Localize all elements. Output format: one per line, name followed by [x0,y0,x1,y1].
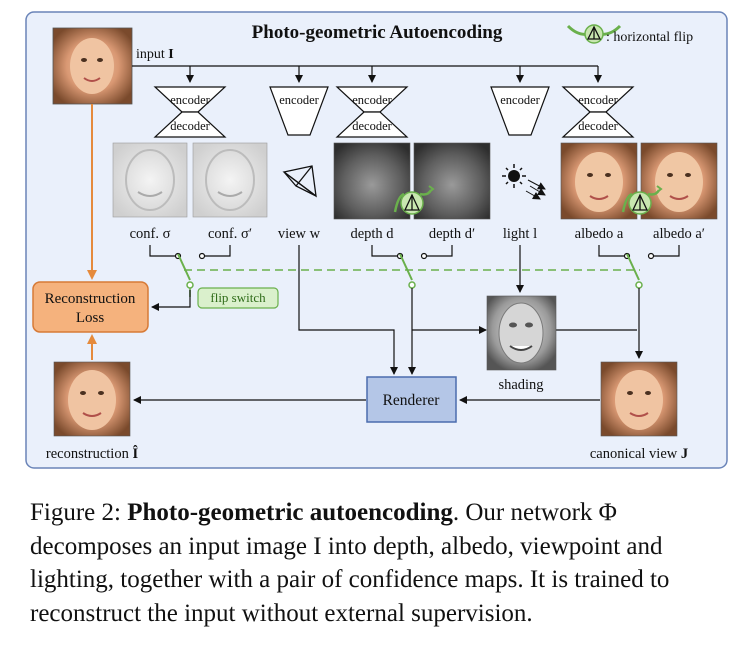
conf-encoder-decoder: encoder decoder [153,86,227,138]
encoder-label: encoder [279,93,319,107]
reconstruction-loss-label-2: Loss [76,310,105,326]
flip-legend-icon [566,24,622,44]
encoder-label: encoder [578,93,618,107]
conf-switch [149,245,231,289]
flip-switch-label: flip switch [210,290,266,305]
albedo-flip-icon [621,185,663,215]
conf-prime-label: conf. σ′ [208,226,252,242]
albedo-encoder-decoder: encoder decoder [561,86,635,138]
input-distribution-arrows [132,65,602,83]
depth-flip-icon [393,185,435,215]
conf-map-prime-image [192,142,268,218]
flip-legend-text: : horizontal flip [606,30,693,45]
albedo-label: albedo a [575,226,624,242]
albedo-image [560,142,638,220]
view-label: view w [278,226,321,242]
albedo-prime-image [640,142,718,220]
light-label: light l [503,226,537,242]
decoder-label: decoder [578,119,618,133]
view-encoder: encoder [269,86,329,136]
reconstruction-loss-label-1: Reconstruction [45,291,136,307]
reconstruction-loss-box [32,281,149,333]
albedo-prime-label: albedo a′ [653,226,705,242]
depth-encoder-decoder: encoder decoder [335,86,409,138]
flip-switch-box [197,287,279,309]
reconstruction-image [53,361,131,437]
depth-map-prime-image [413,142,491,220]
conf-to-loss-arrow [151,290,191,311]
depth-switch [371,245,453,289]
depth-label: depth d [350,226,394,242]
depth-map-image [333,142,411,220]
shading-image [486,295,557,371]
view-to-renderer-arrow [298,245,398,375]
canonical-view-image [600,361,678,437]
light-sun-icon [502,164,546,200]
renderer-box [366,376,457,423]
reconstruction-label: reconstruction Î [46,445,139,462]
depth-prime-label: depth d′ [429,226,475,242]
caption-bold-title: Photo-geometric autoencoding [127,499,453,526]
decoder-label: decoder [170,119,210,133]
encoder-label: encoder [352,93,392,107]
caption-figure-label: Figure 2: [30,499,121,526]
encoder-label: encoder [170,93,210,107]
canonical-view-label: canonical view J [590,446,688,462]
albedo-switch [598,245,680,289]
shading-label: shading [498,377,543,393]
encoder-label: encoder [500,93,540,107]
light-encoder: encoder [490,86,550,136]
conf-label: conf. σ [130,226,171,242]
camera-frustum-icon [282,165,317,198]
input-label: input I [136,47,174,62]
input-image [52,27,133,105]
caption-body: . Our network Φ decomposes an input imag… [30,499,670,627]
conf-map-image [112,142,188,218]
figure-caption: Figure 2: Photo-geometric autoencoding. … [30,496,720,630]
diagram-title: Photo-geometric Autoencoding [252,22,503,43]
decoder-label: decoder [352,119,392,133]
renderer-label: Renderer [383,392,441,409]
